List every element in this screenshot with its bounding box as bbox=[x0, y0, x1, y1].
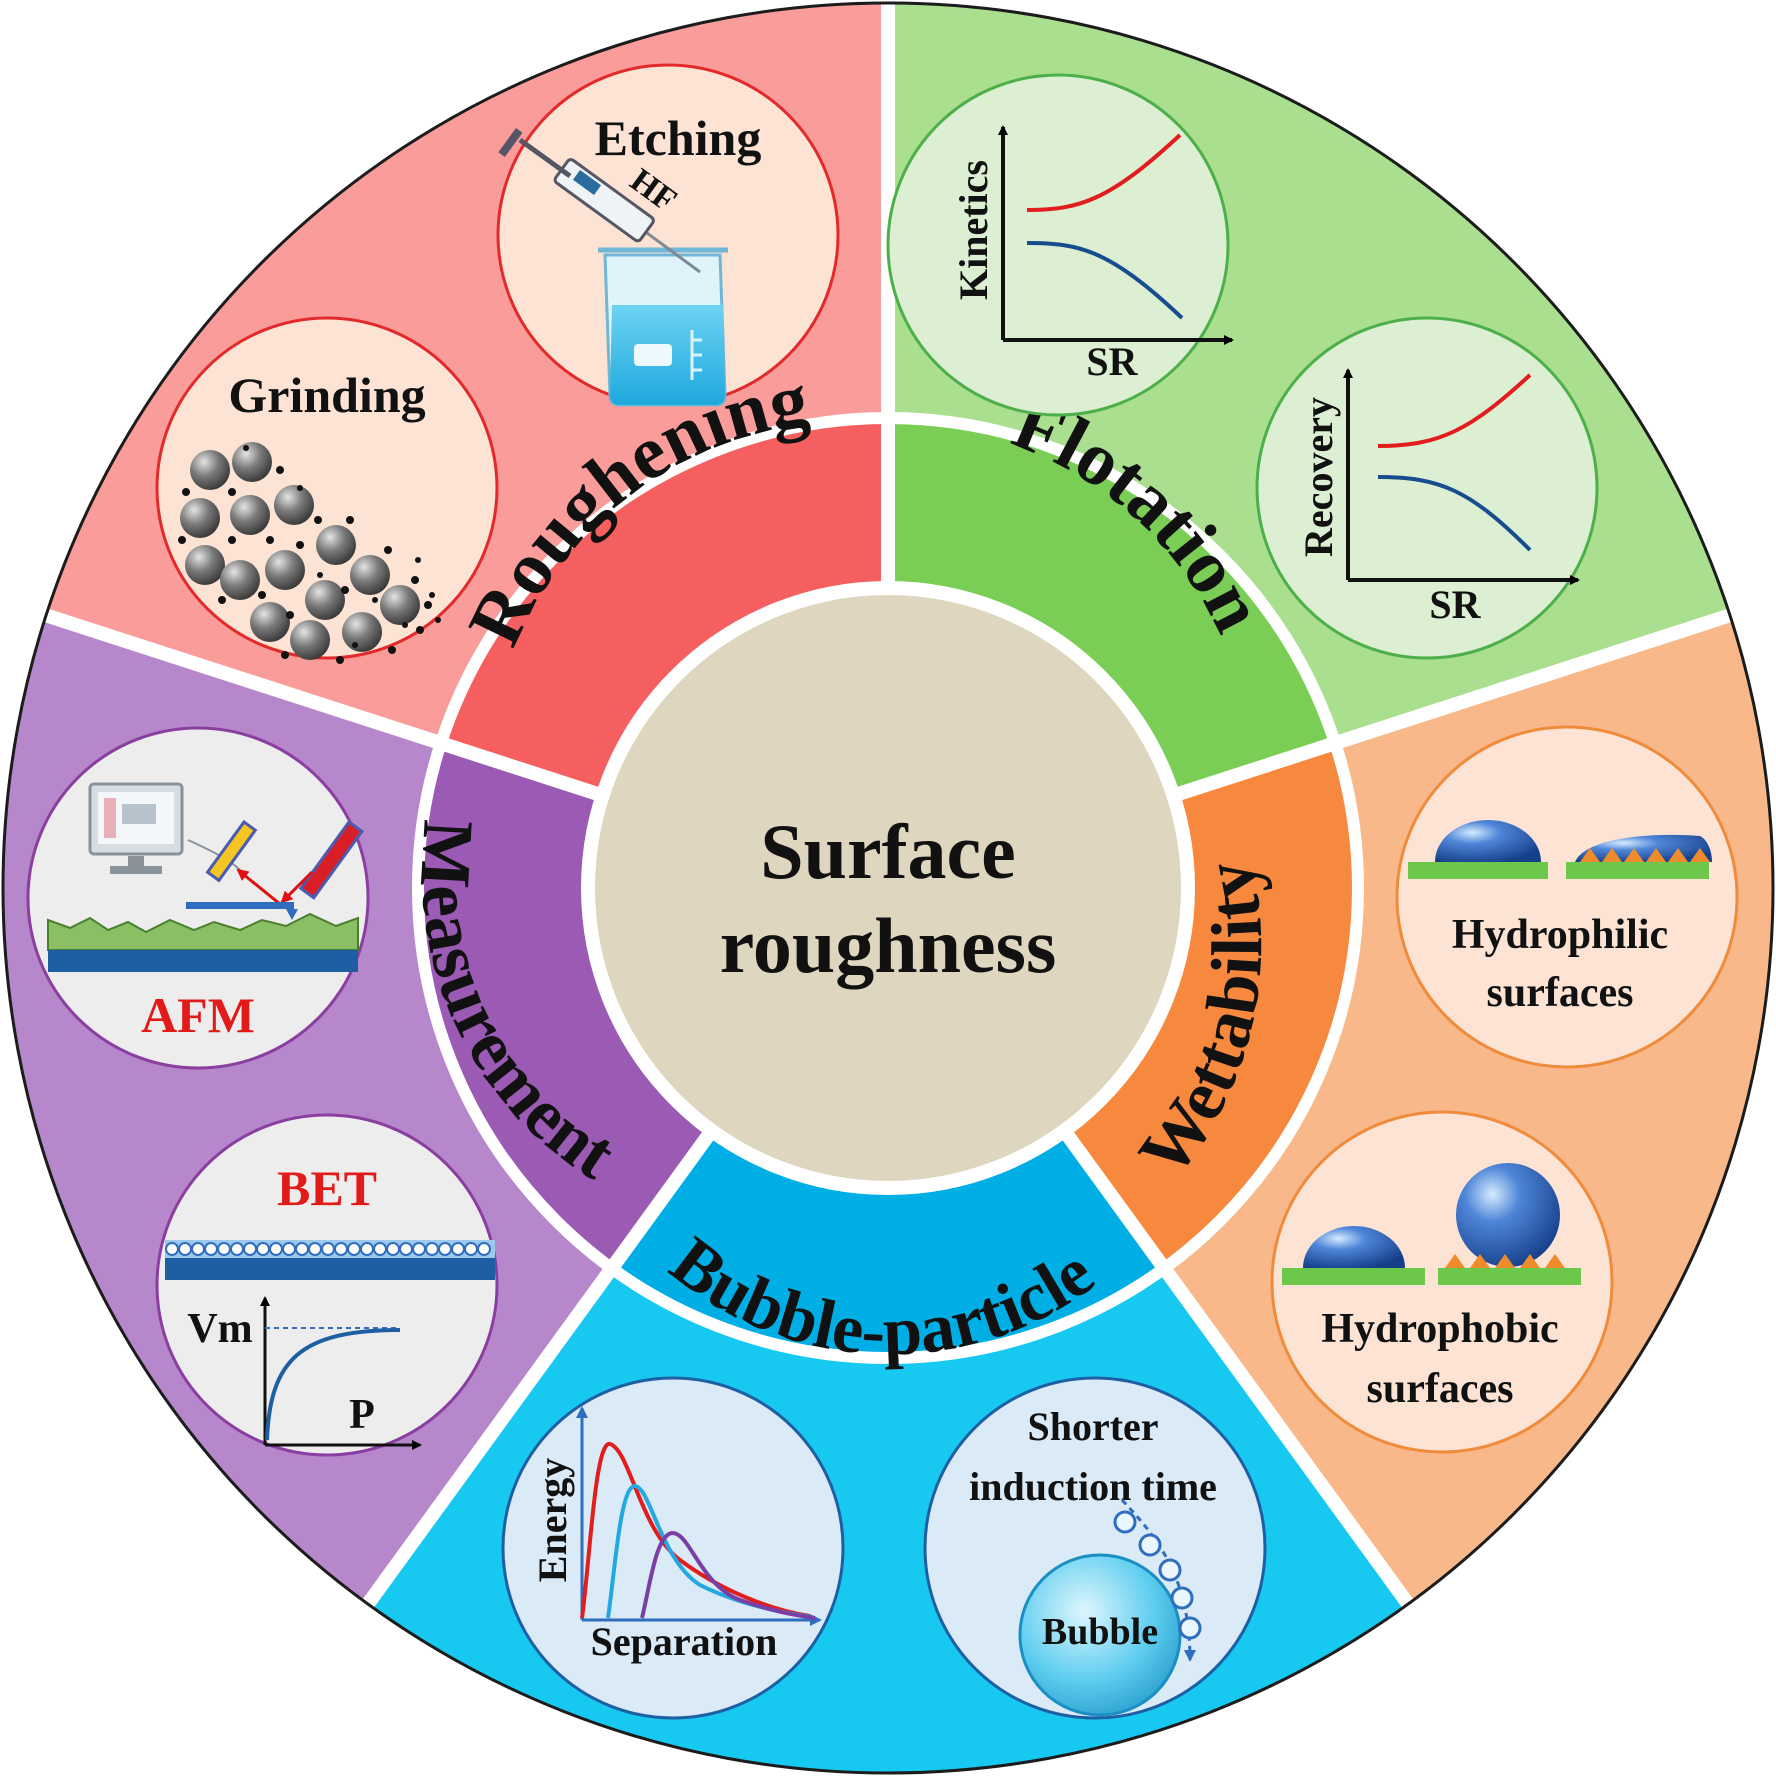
bet-molecule bbox=[386, 1242, 400, 1256]
bet-isotherm-curve bbox=[265, 1328, 401, 1441]
recovery-curve-blue bbox=[1377, 475, 1532, 552]
bet-molecule bbox=[217, 1242, 231, 1256]
kinetics-curve-red bbox=[1026, 133, 1182, 212]
afm-detector-icon bbox=[205, 819, 258, 883]
bet-molecule bbox=[256, 1242, 270, 1256]
afm-panel: AFM bbox=[26, 726, 370, 1070]
bet-molecule bbox=[373, 1242, 387, 1256]
hydrophobic-label-line2: surfaces bbox=[1367, 1366, 1514, 1412]
bet-panel: BET Vm P bbox=[155, 1113, 499, 1457]
etching-panel: Etching HF bbox=[496, 63, 840, 407]
energy-curve-purple bbox=[640, 1530, 816, 1620]
bet-molecule bbox=[412, 1242, 426, 1256]
induction-label-line1: Shorter bbox=[1027, 1404, 1158, 1449]
bet-molecule bbox=[321, 1242, 335, 1256]
bet-molecule bbox=[477, 1242, 491, 1256]
center-title-line2: roughness bbox=[720, 902, 1057, 989]
recovery-curve-red bbox=[1377, 373, 1532, 448]
bet-molecule bbox=[451, 1242, 465, 1256]
particle-trajectory-icon bbox=[1113, 1498, 1202, 1662]
kinetics-curve-blue bbox=[1026, 241, 1184, 320]
hydrophilic-label-line2: surfaces bbox=[1487, 970, 1634, 1016]
bet-molecule bbox=[425, 1242, 439, 1256]
center-circle bbox=[581, 581, 1195, 1195]
energy-panel: Energy Separation bbox=[501, 1376, 845, 1720]
induction-panel: Shorter induction time Bubble bbox=[923, 1376, 1267, 1720]
bubble-label: Bubble bbox=[1042, 1611, 1158, 1653]
afm-cantilever bbox=[186, 902, 294, 909]
bet-molecule bbox=[295, 1242, 309, 1256]
bet-molecule bbox=[269, 1242, 283, 1256]
bet-molecule bbox=[334, 1242, 348, 1256]
bet-molecule bbox=[360, 1242, 374, 1256]
energy-ylabel: Energy bbox=[530, 1458, 575, 1582]
hydrophobic-label-line1: Hydrophobic bbox=[1321, 1306, 1558, 1352]
grinding-panel: Grinding bbox=[155, 316, 499, 664]
center-title-line1: Surface bbox=[760, 808, 1016, 895]
hydrophilic-label-line1: Hydrophilic bbox=[1452, 912, 1668, 958]
afm-sample-surface bbox=[47, 912, 359, 951]
recovery-ylabel: Recovery bbox=[1296, 397, 1341, 557]
hydrophilic-panel: Hydrophilic surfaces bbox=[1395, 725, 1739, 1069]
bet-title: BET bbox=[277, 1160, 377, 1216]
bet-molecule bbox=[438, 1242, 452, 1256]
bet-adsorbate-molecules bbox=[165, 1242, 491, 1256]
bet-molecule bbox=[204, 1242, 218, 1256]
bubble-icon bbox=[1018, 1553, 1182, 1717]
recovery-panel: Recovery SR bbox=[1255, 316, 1599, 660]
recovery-xlabel: SR bbox=[1429, 582, 1481, 627]
afm-laser-icon bbox=[298, 819, 365, 900]
etching-title: Etching bbox=[595, 110, 762, 166]
kinetics-xlabel: SR bbox=[1086, 339, 1138, 384]
bet-molecule bbox=[464, 1242, 478, 1256]
beaker-icon bbox=[598, 247, 728, 407]
induction-label-line2: induction time bbox=[969, 1464, 1217, 1509]
bet-molecule bbox=[178, 1242, 192, 1256]
kinetics-ylabel: Kinetics bbox=[951, 160, 996, 300]
afm-title: AFM bbox=[141, 987, 255, 1043]
grinding-balls-icon bbox=[180, 442, 420, 660]
hydrophilic-surface-roughness bbox=[1580, 848, 1710, 862]
energy-xlabel: Separation bbox=[591, 1619, 778, 1664]
kinetics-panel: Kinetics SR bbox=[886, 73, 1234, 417]
bet-molecule bbox=[243, 1242, 257, 1256]
bet-molecule bbox=[230, 1242, 244, 1256]
computer-icon bbox=[88, 782, 184, 874]
bet-ylabel: Vm bbox=[187, 1306, 252, 1352]
grinding-particles-icon bbox=[178, 445, 441, 664]
hydrophobic-drop-rough bbox=[1456, 1163, 1560, 1267]
grinding-title: Grinding bbox=[228, 367, 425, 423]
syringe-icon bbox=[498, 127, 701, 274]
hydrophobic-drop-smooth bbox=[1303, 1226, 1405, 1268]
bet-xlabel: P bbox=[349, 1392, 375, 1438]
bet-molecule bbox=[347, 1242, 361, 1256]
hydrophobic-panel: Hydrophobic surfaces bbox=[1270, 1110, 1614, 1454]
bet-molecule bbox=[308, 1242, 322, 1256]
bet-molecule bbox=[282, 1242, 296, 1256]
bet-molecule bbox=[191, 1242, 205, 1256]
outer-ring-white-border bbox=[412, 412, 1364, 1364]
hydrophilic-drop-smooth bbox=[1435, 820, 1541, 862]
bet-molecule bbox=[165, 1242, 179, 1256]
hydrophobic-surface-roughness bbox=[1445, 1254, 1565, 1268]
bet-molecule bbox=[399, 1242, 413, 1256]
